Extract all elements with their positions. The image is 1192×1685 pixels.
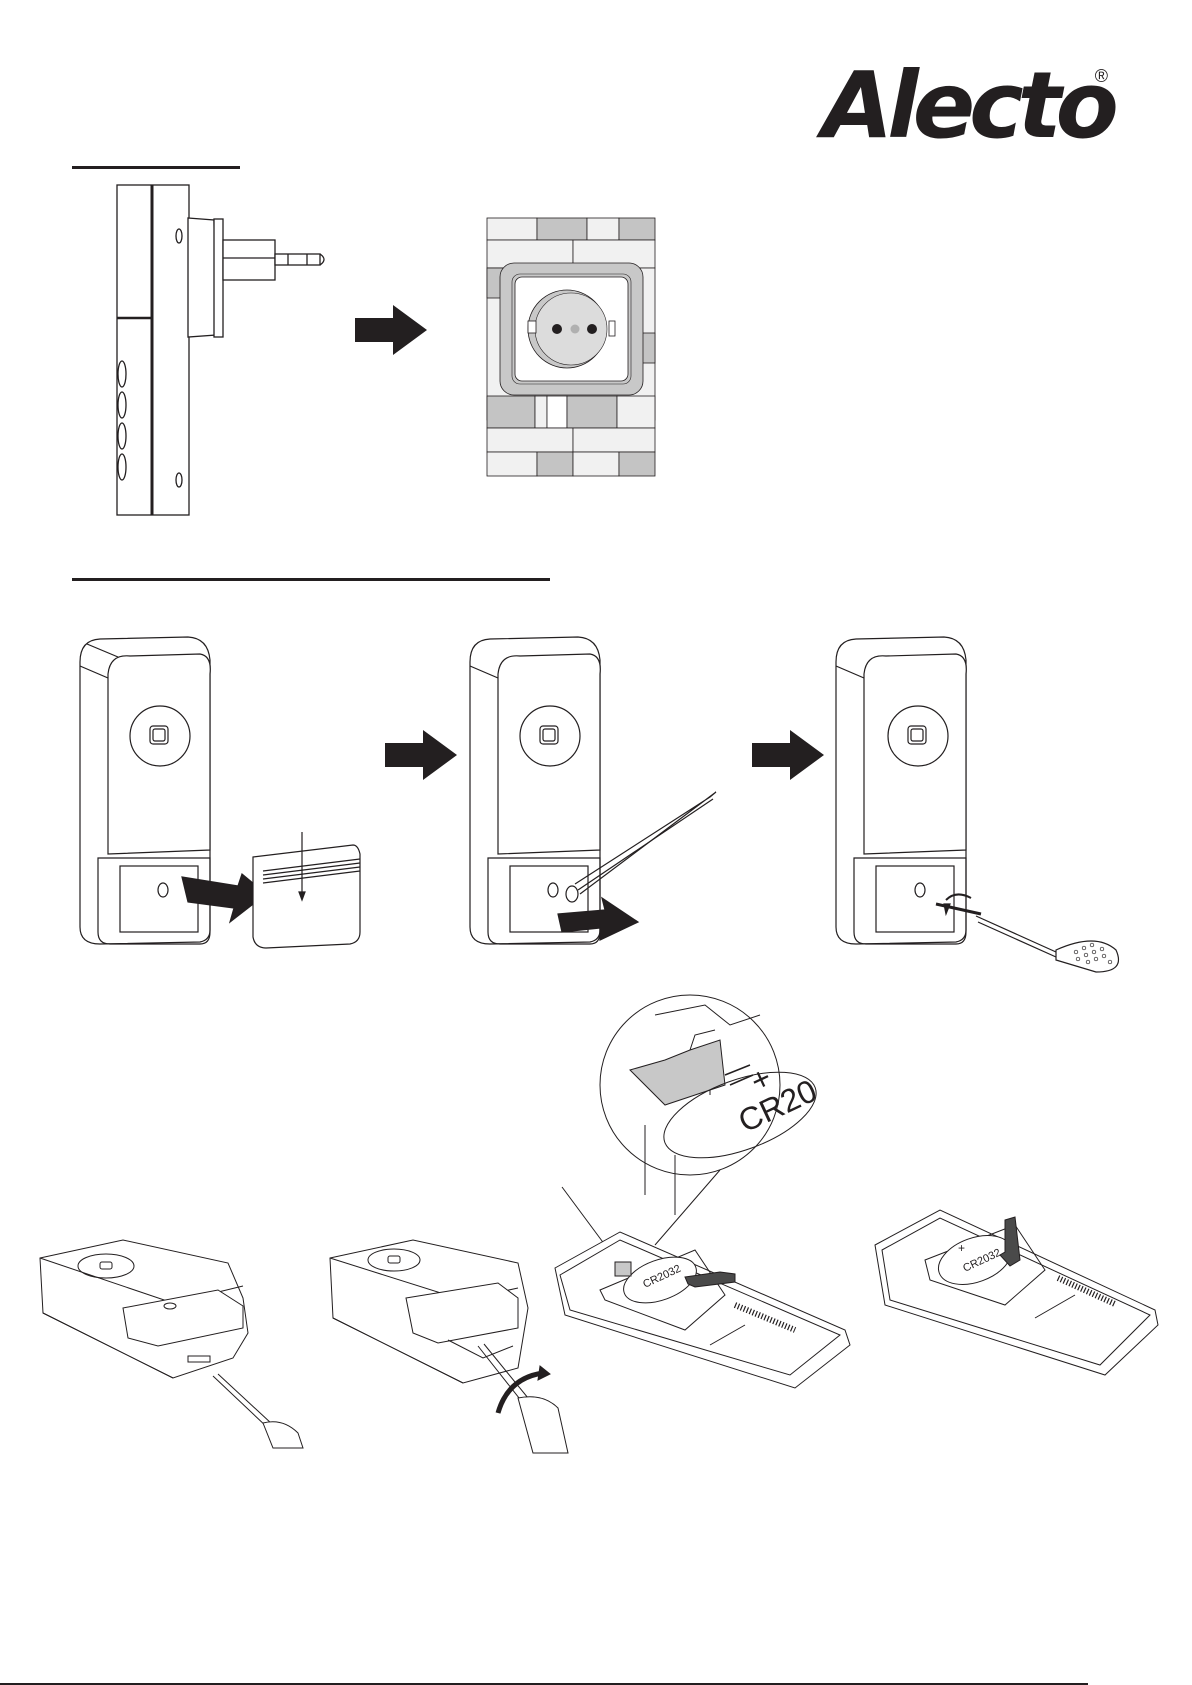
push-button-screw — [826, 632, 1146, 977]
wall-socket — [487, 218, 655, 476]
registered-mark: ® — [1095, 66, 1108, 87]
arrow-right-icon — [752, 730, 830, 780]
push-button-remove-cover — [70, 632, 380, 952]
battery-step-insert: CR2032 — [545, 1200, 865, 1400]
push-button-tweezers — [460, 632, 730, 952]
battery-step-press-down: CR2032 + — [860, 1200, 1160, 1400]
battery-polarity-mark: + — [958, 1241, 965, 1255]
battery-clip-detail-magnifier: + CR20 — [545, 975, 855, 1225]
arrow-right-icon — [355, 305, 433, 355]
section-heading-rule-plug-in — [72, 166, 240, 169]
section-heading-rule-mounting — [72, 578, 550, 581]
brand-name: Alecto — [822, 52, 1113, 159]
battery-step-pry-open — [28, 1228, 318, 1448]
receiver-side-view-with-plug — [110, 180, 340, 520]
brand-logo: Alecto ® — [822, 56, 1102, 156]
arrow-right-icon — [385, 730, 463, 780]
battery-step-twist-open — [318, 1228, 583, 1458]
